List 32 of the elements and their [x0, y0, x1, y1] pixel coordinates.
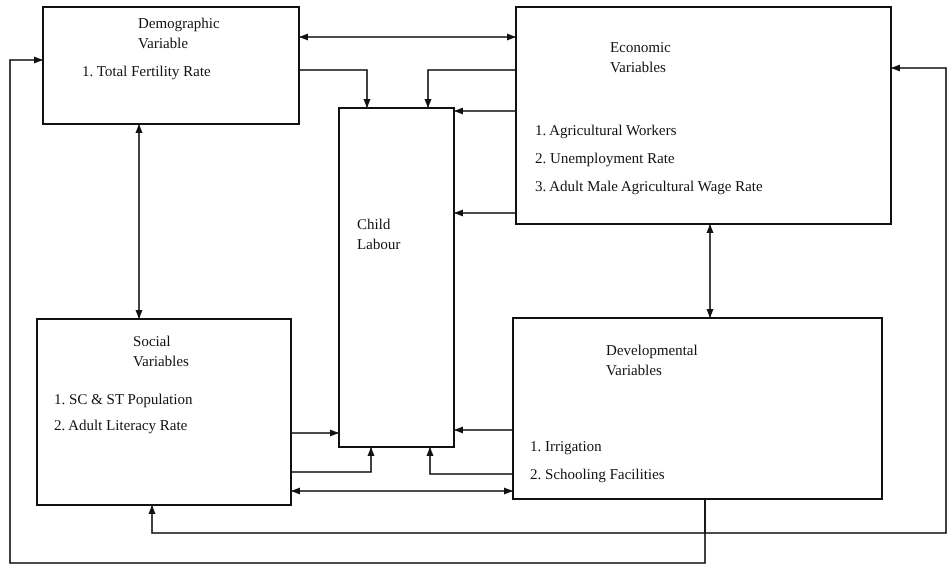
arrow: [292, 447, 375, 473]
arrow: [9, 56, 706, 564]
arrow: [706, 224, 714, 318]
list-item: 3. Adult Male Agricultural Wage Rate: [535, 178, 763, 197]
arrow: [292, 429, 339, 437]
arrow: [454, 426, 512, 434]
arrow: [454, 107, 515, 115]
arrow: [135, 124, 143, 319]
list-item: 1. Total Fertility Rate: [82, 63, 211, 82]
list-item: 2. Unemployment Rate: [535, 150, 675, 169]
box-heading: Demographic Variable: [138, 15, 221, 54]
list-item: 1. Agricultural Workers: [535, 122, 676, 141]
variable-box: [42, 6, 300, 125]
variable-box: [36, 318, 292, 506]
arrow: [424, 69, 515, 108]
arrow: [299, 33, 516, 41]
arrow: [300, 69, 371, 108]
arrow: [291, 487, 513, 495]
list-item: 1. SC & ST Population: [54, 391, 193, 410]
list-item: 1. Irrigation: [530, 438, 602, 457]
box-heading: Social Variables: [133, 333, 190, 372]
box-heading: Developmental Variables: [606, 342, 699, 381]
outcome-box: [338, 107, 455, 448]
box-heading: Economic Variables: [610, 39, 672, 78]
arrow: [426, 447, 512, 475]
arrow: [704, 64, 947, 534]
variable-box: [515, 6, 892, 225]
list-item: 2. Schooling Facilities: [530, 466, 665, 485]
arrow: [454, 209, 515, 217]
variable-box: [512, 317, 883, 500]
list-item: 2. Adult Literacy Rate: [54, 417, 188, 436]
box-heading: Child Labour: [357, 216, 402, 255]
